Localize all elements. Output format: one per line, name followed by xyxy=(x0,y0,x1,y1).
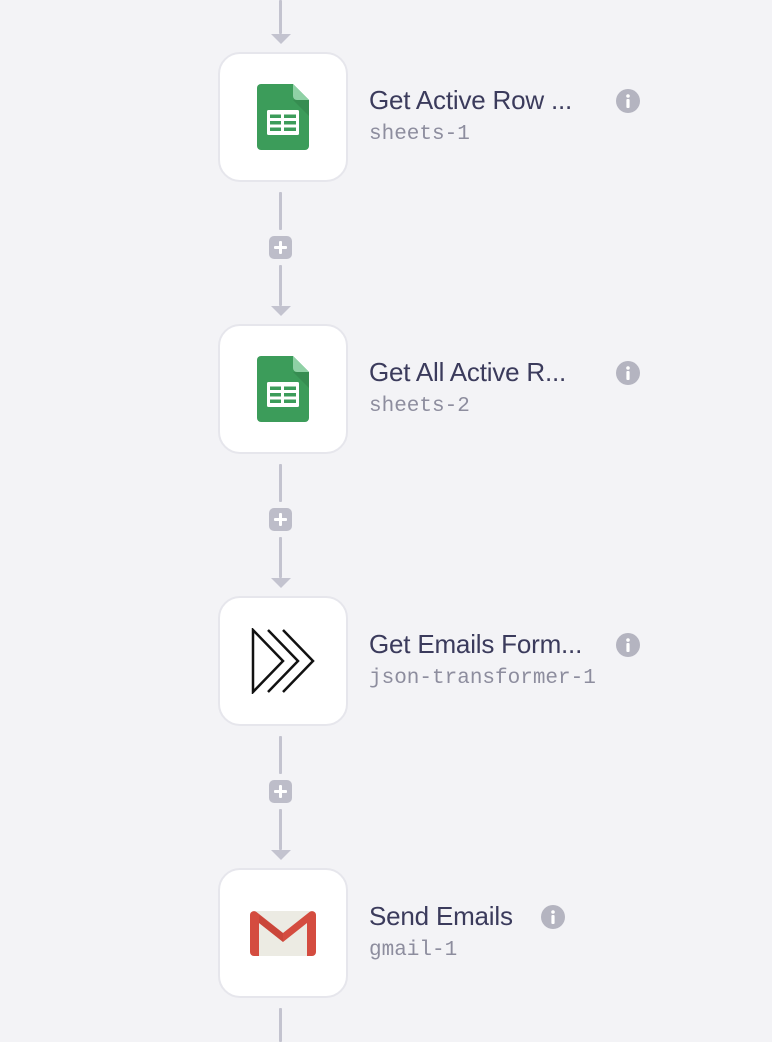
connector-line xyxy=(279,736,282,774)
connector-line xyxy=(279,809,282,850)
step-id: gmail-1 xyxy=(369,939,458,962)
step-card[interactable] xyxy=(218,324,348,454)
google-sheets-icon xyxy=(257,84,309,150)
connector-arrow xyxy=(271,306,291,316)
json-transformer-icon xyxy=(251,628,315,694)
connector-line xyxy=(279,265,282,306)
workflow-step: Get All Active R... sheets-2 xyxy=(218,324,718,454)
step-title[interactable]: Send Emails xyxy=(369,901,513,931)
step-id: json-transformer-1 xyxy=(369,667,596,690)
connector-arrow xyxy=(271,850,291,860)
add-step-button[interactable] xyxy=(269,780,292,803)
connector-arrow xyxy=(271,578,291,588)
workflow-step: Get Active Row ... sheets-1 xyxy=(218,52,718,182)
connector-line xyxy=(279,0,282,34)
info-icon[interactable] xyxy=(541,905,565,929)
workflow-step: Get Emails Form... json-transformer-1 xyxy=(218,596,718,726)
info-icon[interactable] xyxy=(616,361,640,385)
workflow-step: Send Emails gmail-1 xyxy=(218,868,718,998)
info-icon[interactable] xyxy=(616,633,640,657)
step-title[interactable]: Get Emails Form... xyxy=(369,629,583,659)
step-id: sheets-1 xyxy=(369,123,470,146)
step-title[interactable]: Get All Active R... xyxy=(369,357,567,387)
step-card[interactable] xyxy=(218,52,348,182)
gmail-icon xyxy=(250,911,316,956)
google-sheets-icon xyxy=(257,356,309,422)
connector-line xyxy=(279,1008,282,1042)
step-id: sheets-2 xyxy=(369,395,470,418)
add-step-button[interactable] xyxy=(269,236,292,259)
connector-line xyxy=(279,192,282,230)
info-icon[interactable] xyxy=(616,89,640,113)
add-step-button[interactable] xyxy=(269,508,292,531)
step-card[interactable] xyxy=(218,868,348,998)
connector-line xyxy=(279,464,282,502)
step-title[interactable]: Get Active Row ... xyxy=(369,85,573,115)
step-card[interactable] xyxy=(218,596,348,726)
connector-line xyxy=(279,537,282,578)
connector-arrow xyxy=(271,34,291,44)
